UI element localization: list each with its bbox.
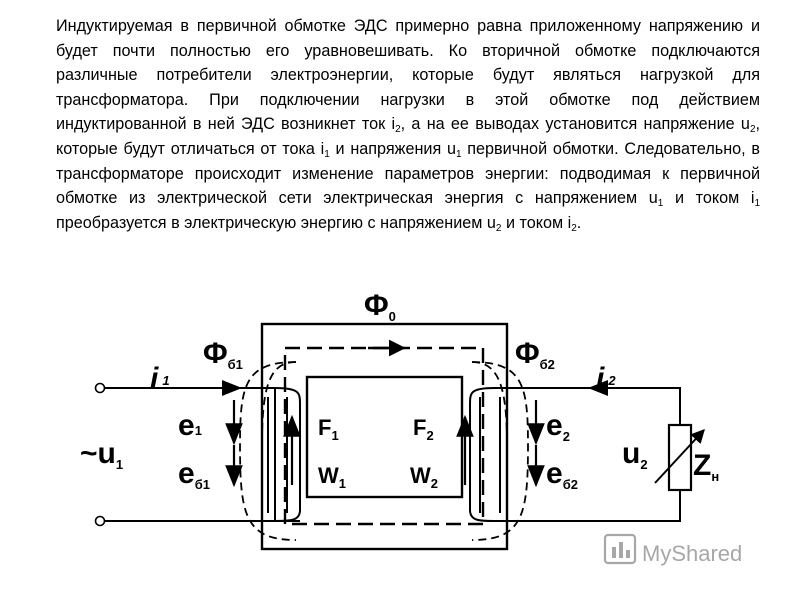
W2-label: W2 bbox=[410, 463, 438, 491]
watermark-logo: MyShared bbox=[603, 533, 742, 566]
eb2-label: eб2 bbox=[546, 457, 578, 492]
description-paragraph: Индуктируемая в первичной обмотке ЭДС пр… bbox=[56, 17, 761, 234]
phi0-label: Φ0 bbox=[364, 289, 396, 324]
F2-label: F2 bbox=[413, 415, 434, 443]
watermark-text: MyShared bbox=[642, 541, 742, 566]
primary-winding bbox=[100, 387, 301, 522]
terminal-bottom-left bbox=[94, 515, 106, 527]
phi-b2-label: Φб2 bbox=[515, 337, 555, 372]
zn-label: Zн bbox=[693, 449, 719, 484]
secondary-winding bbox=[469, 387, 681, 522]
phi-b1-label: Φб1 bbox=[203, 337, 243, 372]
e2-label: e2 bbox=[546, 409, 570, 444]
u1-label: ~u1 bbox=[80, 437, 123, 472]
W1-label: W1 bbox=[318, 463, 346, 491]
terminal-top-left bbox=[94, 382, 106, 394]
F1-label: F1 bbox=[318, 415, 339, 443]
watermark-icon bbox=[603, 533, 637, 565]
eb1-label: eб1 bbox=[178, 457, 210, 492]
u2-label: u2 bbox=[622, 437, 648, 472]
e1-label: e1 bbox=[178, 409, 202, 442]
load-impedance bbox=[654, 423, 705, 492]
